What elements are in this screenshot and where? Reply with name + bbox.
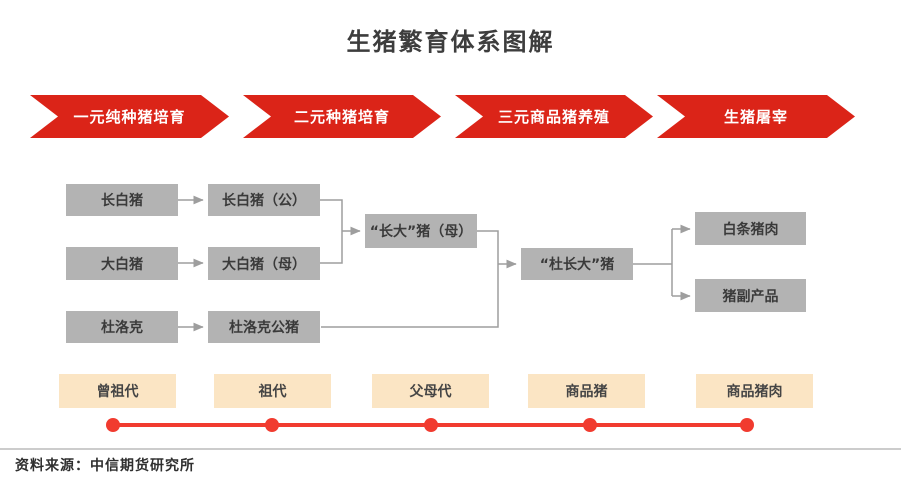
node-label: “长大”猪（母） bbox=[369, 224, 473, 240]
node-label: 猪副产品 bbox=[722, 288, 779, 305]
node-duluoke-boar: 杜洛克公猪 bbox=[208, 311, 320, 343]
node-label: 杜洛克公猪 bbox=[229, 320, 299, 336]
node-pork-byproduct: 猪副产品 bbox=[695, 279, 806, 312]
node-duluoke-pig: 杜洛克 bbox=[66, 311, 178, 343]
generation-commercial-pork: 商品猪肉 bbox=[696, 374, 813, 408]
generation-great-grandparent: 曾祖代 bbox=[59, 374, 176, 408]
node-dabai-pig: 大白猪 bbox=[66, 247, 178, 280]
node-label: 长白猪（公） bbox=[222, 193, 306, 209]
stage-label: 生猪屠宰 bbox=[723, 108, 788, 126]
timeline-dot-1 bbox=[106, 418, 120, 432]
node-changbai-pig: 长白猪 bbox=[66, 184, 178, 216]
generation-label: 商品猪 bbox=[565, 384, 608, 400]
node-label: 大白猪 bbox=[101, 256, 143, 273]
generation-grandparent: 祖代 bbox=[214, 374, 331, 408]
timeline-dot-4 bbox=[583, 418, 597, 432]
timeline-dot-5 bbox=[740, 418, 754, 432]
node-duchangda-pig: “杜长大”猪 bbox=[521, 248, 633, 280]
stage-arrow-ternary-raising: 三元商品猪养殖 bbox=[455, 95, 653, 138]
node-baitiao-pork: 白条猪肉 bbox=[695, 212, 806, 245]
node-label: 大白猪（母） bbox=[222, 256, 306, 273]
timeline-dot-2 bbox=[265, 418, 279, 432]
stage-label: 一元纯种猪培育 bbox=[73, 108, 186, 126]
node-label: 杜洛克 bbox=[101, 320, 143, 336]
generation-label: 商品猪肉 bbox=[726, 384, 783, 400]
footer-divider bbox=[0, 448, 901, 450]
stage-arrow-purebred-cultivation: 一元纯种猪培育 bbox=[30, 95, 229, 138]
data-source-note: 资料来源：中信期货研究所 bbox=[15, 458, 195, 474]
stage-label: 二元种猪培育 bbox=[293, 108, 390, 126]
generation-parent: 父母代 bbox=[372, 374, 489, 408]
bracket-boar-sow bbox=[320, 199, 343, 264]
generation-label: 曾祖代 bbox=[96, 384, 139, 400]
page-title: 生猪繁育体系图解 bbox=[346, 28, 555, 56]
generation-commercial-pig: 商品猪 bbox=[528, 374, 645, 408]
generation-label: 祖代 bbox=[258, 384, 287, 400]
stage-arrow-slaughter: 生猪屠宰 bbox=[657, 95, 855, 138]
node-label: “杜长大”猪 bbox=[539, 257, 615, 273]
node-dabai-sow: 大白猪（母） bbox=[208, 247, 320, 280]
bracket-products bbox=[633, 229, 673, 296]
stage-label: 三元商品猪养殖 bbox=[497, 108, 610, 126]
node-changbai-boar: 长白猪（公） bbox=[208, 184, 320, 216]
node-label: 长白猪 bbox=[101, 193, 143, 209]
generation-label: 父母代 bbox=[409, 384, 452, 400]
node-label: 白条猪肉 bbox=[722, 221, 779, 238]
stage-arrow-binary-breeding: 二元种猪培育 bbox=[243, 95, 441, 138]
timeline-dot-3 bbox=[424, 418, 438, 432]
node-changda-sow: “长大”猪（母） bbox=[365, 214, 477, 248]
